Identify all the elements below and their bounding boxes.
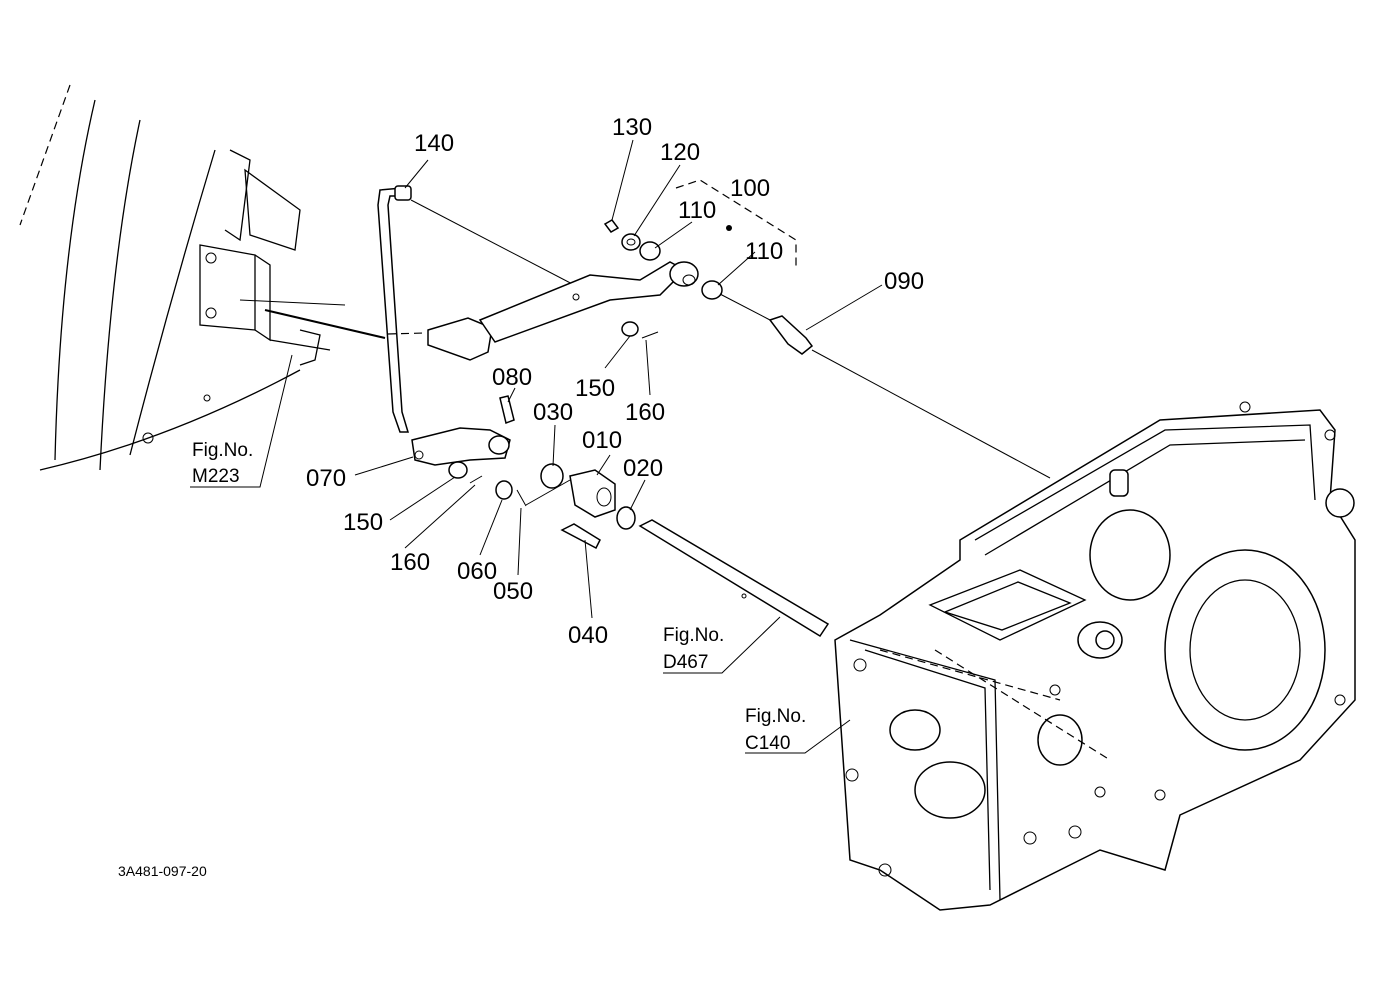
fig-ref-c140-number: C140 <box>745 733 790 754</box>
brake-pedal-arm <box>387 261 699 361</box>
callout-040: 040 <box>568 622 608 649</box>
callout-140: 140 <box>414 130 454 157</box>
callout-110-upper: 110 <box>678 197 716 224</box>
pedal-rod-140 <box>377 185 581 433</box>
callout-070: 070 <box>306 465 346 492</box>
fig-ref-d467-label: Fig.No. <box>663 625 724 646</box>
lower-linkage <box>411 395 636 550</box>
group-bracket-100 <box>675 179 797 268</box>
callout-labels: 140 130 120 100 110 110 090 150 160 080 … <box>306 114 924 649</box>
fender-outline <box>19 84 386 471</box>
callout-110-lower: 110 <box>745 238 783 265</box>
callout-020: 020 <box>623 455 663 482</box>
callout-100: 100 <box>730 175 770 202</box>
figure-references: Fig.No. M223 Fig.No. D467 Fig.No. C140 <box>192 440 806 754</box>
callout-120: 120 <box>660 139 700 166</box>
shaft <box>638 519 830 638</box>
fig-ref-d467-number: D467 <box>663 652 708 673</box>
bushings-upper <box>603 219 771 339</box>
transmission-case <box>834 401 1356 911</box>
callout-010: 010 <box>582 427 622 454</box>
callout-160-lower: 160 <box>390 549 430 576</box>
leader-lines <box>190 139 883 754</box>
callout-150-upper: 150 <box>575 375 615 402</box>
callout-080: 080 <box>492 364 532 391</box>
drawing-code: 3A481-097-20 <box>118 863 207 879</box>
fig-ref-m223-number: M223 <box>192 466 240 487</box>
callout-160-upper: 160 <box>625 399 665 426</box>
callout-050: 050 <box>493 578 533 605</box>
callout-150-lower: 150 <box>343 509 383 536</box>
callout-030: 030 <box>533 399 573 426</box>
fig-ref-m223-label: Fig.No. <box>192 440 253 461</box>
fig-ref-c140-label: Fig.No. <box>745 706 806 727</box>
callout-130: 130 <box>612 114 652 141</box>
callout-090: 090 <box>884 268 924 295</box>
pivot-bolt-090 <box>768 315 1051 479</box>
callout-060: 060 <box>457 558 497 585</box>
